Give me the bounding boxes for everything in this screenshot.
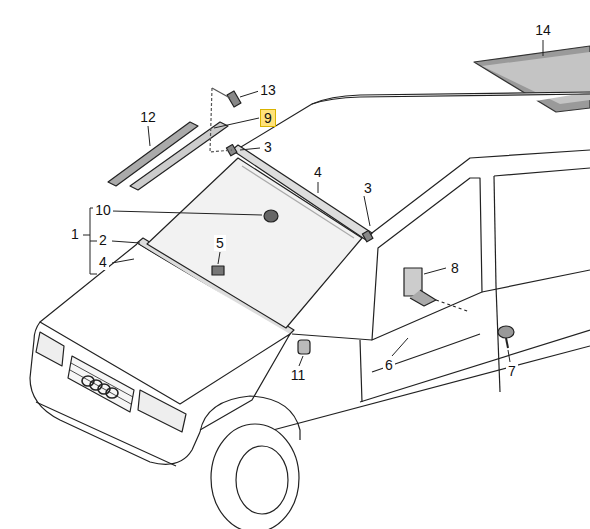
callout-number: 1 (69, 226, 81, 242)
callout-number: 3 (362, 180, 374, 196)
callout-number: 5 (214, 235, 226, 251)
callout-number: 4 (312, 164, 324, 180)
callout-number: 6 (383, 357, 395, 373)
callout-number: 8 (449, 260, 461, 276)
callout-number: 3 (262, 139, 274, 155)
callout-number: 11 (289, 367, 308, 383)
callout-number: 10 (93, 202, 113, 218)
callout-number: 7 (506, 363, 518, 379)
callout-number: 9 (260, 109, 276, 127)
callout-number: 2 (97, 232, 109, 248)
callout-number: 4 (97, 254, 109, 270)
callout-number: 13 (258, 82, 278, 98)
callout-number: 12 (138, 109, 158, 125)
callout-number: 14 (533, 22, 553, 38)
